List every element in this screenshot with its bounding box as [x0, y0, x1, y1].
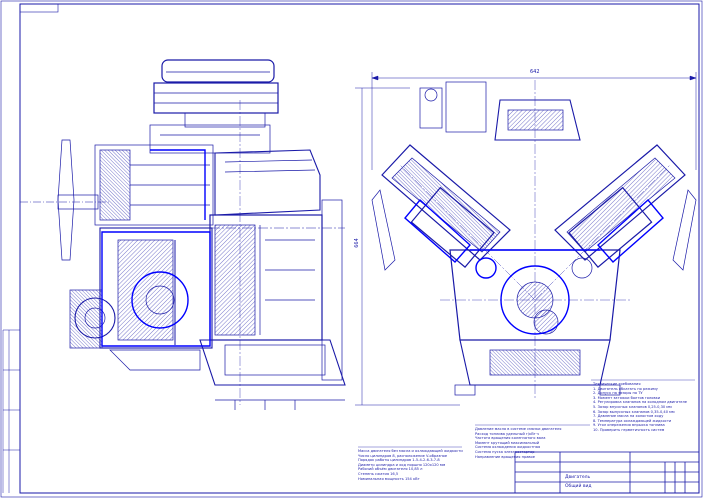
notes-right: Технические требования 1. Двигатель обка… [593, 382, 697, 433]
note-line: Номинальная мощность 154 кВт [358, 476, 420, 481]
note-line: Система пуска электростартер [475, 449, 535, 454]
note-line: Число цилиндров 8, расположение V-образн… [358, 453, 448, 458]
note-line: Расход топлива удельный г/кВт·ч [475, 431, 540, 436]
overall-height-dimension: 664 [353, 238, 360, 248]
note-line: Рабочий объём двигателя 10,85 л [358, 467, 423, 472]
note-line: Диаметр цилиндра и ход поршня 120x120 мм [358, 462, 446, 467]
corner-stamp [19, 3, 59, 13]
cross-section-sections [404, 198, 664, 335]
notes-rules [358, 379, 695, 448]
note-line: 2. Допуск на зазоры по ТУ [593, 391, 643, 396]
note-line: 4. Регулировка клапанов на холодном двиг… [593, 400, 687, 405]
note-line: Масса двигателя без масла и охлаждающей … [358, 449, 463, 453]
note-line: 7. Давление масла на холостом ходу [593, 414, 664, 419]
dimension-lines [355, 72, 697, 406]
note-line: Давление масла в системе смазки двигател… [475, 427, 562, 431]
note-line: Степень сжатия 16,5 [358, 471, 399, 476]
note-line: 6. Зазор выпускных клапанов 0,35-0,40 мм [593, 409, 675, 414]
note-line: Частота вращения коленчатого вала [475, 436, 546, 441]
title-block-subtitle: Общий вид [565, 484, 592, 489]
title-block-name: Двигатель [565, 475, 591, 480]
overall-width-dimension: 642 [530, 69, 540, 75]
note-line: 9. Угол опережения впрыска топлива [593, 423, 665, 428]
side-view-sections [101, 149, 211, 347]
side-view [20, 59, 346, 410]
note-line: Система охлаждения жидкостная [475, 445, 541, 450]
note-line: Порядок работы цилиндров 1-5-4-2-6-3-7-8 [358, 458, 440, 463]
note-line: Технические требования [593, 382, 641, 386]
note-line: Момент крутящий максимальный [475, 440, 540, 445]
note-line: 8. Температура охлаждающей жидкости [593, 418, 672, 423]
note-line: 5. Зазор впускных клапанов 0,25-0,30 мм [593, 404, 672, 409]
notes-bottom-center: Давление масла в системе смазки двигател… [475, 427, 590, 459]
cross-section-view [371, 80, 697, 400]
note-line: 1. Двигатель обкатать по режиму [593, 386, 658, 391]
note-line: 10. Проверить герметичность систем [593, 427, 665, 432]
notes-bottom-left: Масса двигателя без масла и охлаждающей … [358, 449, 466, 481]
title-block [514, 451, 700, 494]
note-line: 3. Момент затяжки болтов головки [593, 395, 661, 400]
note-line: Направление вращения правое [475, 454, 535, 459]
